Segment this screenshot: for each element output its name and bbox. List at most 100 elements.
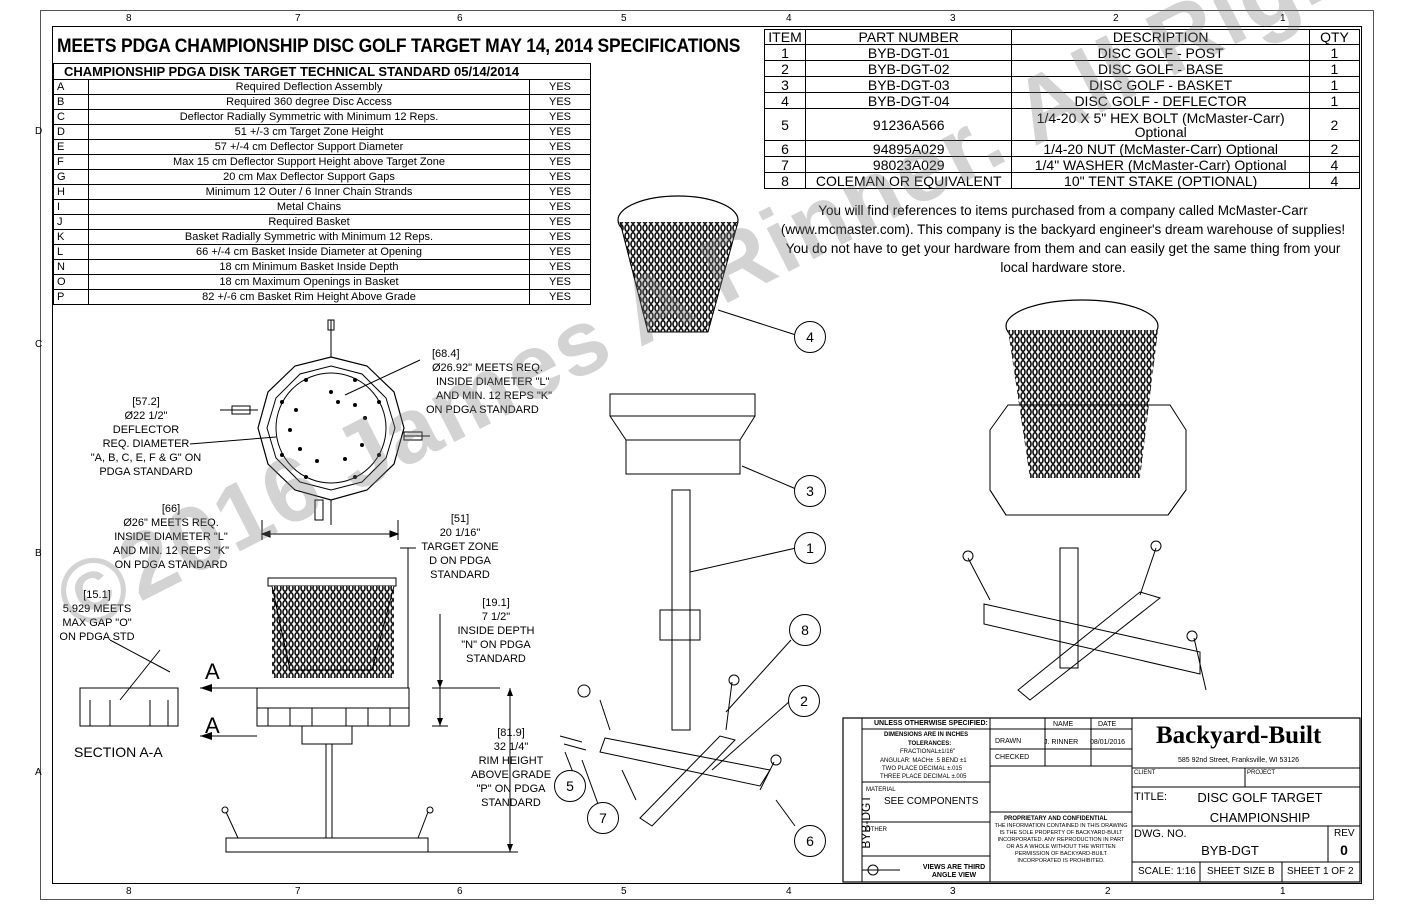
dim-51-c: TARGET ZONE (421, 541, 499, 553)
zone-left-D: D (35, 126, 43, 137)
spec-meets: YES (529, 139, 591, 155)
bom-qty: 4 (1308, 172, 1361, 189)
zone-left-B: B (35, 548, 42, 559)
dim-68-4-c: INSIDE DIAMETER "L" (436, 376, 550, 388)
tb-three-place: THREE PLACE DECIMAL ±.005 (880, 774, 967, 780)
bom-description: 1/4" WASHER (McMaster-Carr) Optional (1011, 156, 1310, 173)
spec-table-heading: CHAMPIONSHIP PDGA DISK TARGET TECHNICAL … (53, 63, 591, 80)
dim-68-4: [68.4] Ø26.92" MEETS REQ. INSIDE DIAMETE… (412, 347, 552, 417)
zone-top-4: 4 (786, 13, 792, 24)
zone-top-5: 5 (621, 13, 627, 24)
tb-material: SEE COMPONENTS (884, 796, 979, 807)
spec-meets: YES (529, 124, 591, 140)
tb-dwg-number: BYB-DGT (1201, 843, 1259, 858)
drawing-border (52, 26, 1362, 884)
dim-68-4-d: AND MIN. 12 REPS "K" (436, 390, 553, 402)
dim-68-4-e: ON PDGA STANDARD (426, 404, 539, 416)
tb-drawn-date: 08/01/2016 (1090, 739, 1126, 746)
dim-51-d: D ON PDGA (429, 555, 491, 567)
dim-66-d: AND MIN. 12 REPS "K" (112, 545, 229, 557)
zone-top-3: 3 (950, 13, 956, 24)
dim-51-a: [51] (450, 513, 470, 525)
dim-81-9-d: ABOVE GRADE (470, 769, 552, 781)
spec-description: 51 +/-3 cm Target Zone Height (88, 124, 530, 140)
tb-views: VIEWS ARE THIRD ANGLE VIEW (922, 864, 986, 879)
dim-81-9: [81.9] 32 1/4" RIM HEIGHT ABOVE GRADE "P… (456, 726, 566, 810)
spec-description: 66 +/-4 cm Basket Inside Diameter at Ope… (88, 244, 530, 260)
zone-left-C: C (35, 339, 43, 350)
spec-description: 57 +/-4 cm Deflector Support Diameter (88, 139, 530, 155)
tb-drawn: DRAWN (995, 738, 1022, 745)
tb-drawn-name: J. RINNER (1044, 739, 1079, 746)
dim-15-1-c: MAX GAP "O" (62, 617, 132, 629)
tb-fractional: FRACTIONAL±1/16" (900, 749, 956, 755)
dim-81-9-f: STANDARD (481, 797, 541, 809)
tb-name-header: NAME (1053, 721, 1074, 728)
tb-tolerances: TOLERANCES: (908, 741, 952, 747)
callout-8: 8 (789, 614, 821, 646)
dim-19-1-a: [19.1] (482, 597, 510, 609)
tb-checked: CHECKED (995, 754, 1030, 761)
section-arrow-a-bottom: A (205, 713, 220, 738)
callout-3: 3 (794, 475, 826, 507)
dim-15-1: [15.1] 5.929 MEETS MAX GAP "O" ON PDGA S… (52, 588, 142, 644)
tb-side-id: BYB-DGT (859, 795, 873, 849)
callout-4: 4 (794, 321, 826, 353)
callout-5: 5 (554, 770, 586, 802)
drawing-title-line-2: CHAMPIONSHIP (1209, 810, 1311, 825)
tb-sheet: SHEET 1 OF 2 (1287, 866, 1354, 877)
bom-description: 1/4-20 NUT (McMaster-Carr) Optional (1011, 140, 1310, 157)
bom-description: DISC GOLF - BASE (1011, 60, 1310, 77)
bom-part-number: COLEMAN OR EQUIVALENT (805, 172, 1013, 189)
zone-top-7: 7 (295, 13, 301, 24)
bom-description: DISC GOLF - POST (1011, 44, 1310, 61)
tb-scale: SCALE: 1:16 (1138, 866, 1196, 877)
company-name: Backyard-Built (1156, 722, 1322, 749)
tb-rev-label: REV (1334, 828, 1355, 839)
dim-66-e: ON PDGA STANDARD (114, 559, 228, 571)
side-view (79, 547, 518, 853)
zone-bottom-2: 2 (1105, 886, 1111, 897)
dim-15-1-d: ON PDGA STD (59, 631, 135, 643)
tb-date-header: DATE (1098, 721, 1117, 728)
sheet-outer-border (40, 10, 1374, 900)
dim-66-b: Ø26" MEETS REQ. (123, 517, 219, 529)
dim-57-2-a: [57.2] (132, 396, 160, 408)
spec-description: 82 +/-6 cm Basket Rim Height Above Grade (88, 289, 530, 305)
spec-description: 18 cm Minimum Basket Inside Depth (88, 259, 530, 275)
tb-sheet-size: SHEET SIZE B (1207, 866, 1275, 877)
dim-57-2-b: Ø22 1/2" (124, 410, 168, 422)
bom-description: 10" TENT STAKE (OPTIONAL) (1011, 172, 1310, 189)
dim-68-4-b: Ø26.92" MEETS REQ. (432, 362, 543, 374)
tb-prop-title: PROPRIETARY AND CONFIDENTIAL (1004, 816, 1108, 822)
zone-bottom-7: 7 (295, 886, 301, 897)
tb-rev: 0 (1340, 842, 1348, 858)
bom-part-number: 91236A566 (805, 108, 1013, 141)
dim-81-9-e: "P" ON PDGA (476, 783, 546, 795)
zone-bottom-5: 5 (621, 886, 627, 897)
dim-66: [66] Ø26" MEETS REQ. INSIDE DIAMETER "L"… (106, 502, 236, 572)
dim-19-1-c: INSIDE DEPTH (457, 625, 535, 637)
bom-description: 1/4-20 X 5" HEX BOLT (McMaster-Carr) Opt… (1011, 108, 1310, 141)
spec-meets: YES (529, 154, 591, 170)
isometric-view (962, 299, 1207, 701)
mcmaster-note: You will find references to items purcha… (780, 203, 1346, 275)
section-arrow-a-top: A (205, 659, 220, 684)
tb-material-label: MATERIAL (866, 787, 896, 793)
bom-part-number: BYB-DGT-04 (805, 92, 1013, 109)
tb-prop-text: THE INFORMATION CONTAINED IN THIS DRAWIN… (994, 823, 1128, 864)
dim-19-1-e: STANDARD (466, 653, 526, 665)
